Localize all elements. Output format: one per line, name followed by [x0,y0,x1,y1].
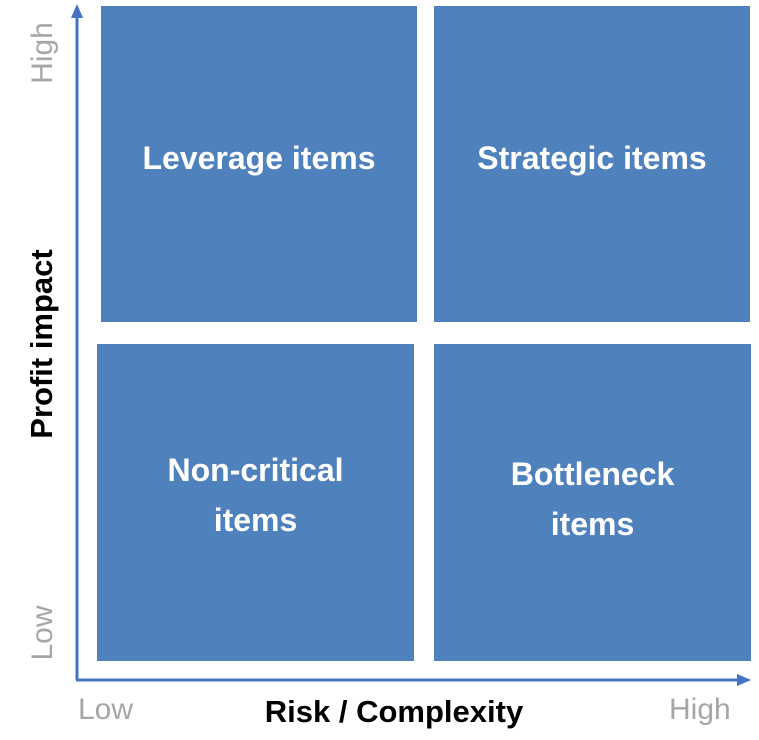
y-axis-arrowhead [71,4,83,18]
quadrant-label-line-2: items [550,505,635,542]
quadrant-leverage-items: Leverage items [101,6,417,322]
quadrant-label-line-1: Bottleneck [510,455,675,492]
quadrant-label-line-1: Non-critical [167,451,344,488]
quadrant-strategic-items: Strategic items [434,6,750,322]
quadrant-non-critical-items: Non-critical items [97,344,414,661]
x-axis-high-label: High [669,693,731,726]
quadrant-label-line-2: items [213,501,298,538]
quadrant-bottleneck-items: Bottleneck items [434,344,751,661]
quadrant-label: Strategic items [477,140,707,176]
y-axis-title: Profit impact [24,249,59,439]
y-axis-high-label: High [26,22,59,84]
x-axis-title: Risk / Complexity [264,694,524,729]
x-axis-arrowhead [737,674,751,686]
quadrant-label: Leverage items [142,140,376,176]
y-axis-low-label: Low [26,605,59,661]
x-axis-low-label: Low [78,693,134,726]
